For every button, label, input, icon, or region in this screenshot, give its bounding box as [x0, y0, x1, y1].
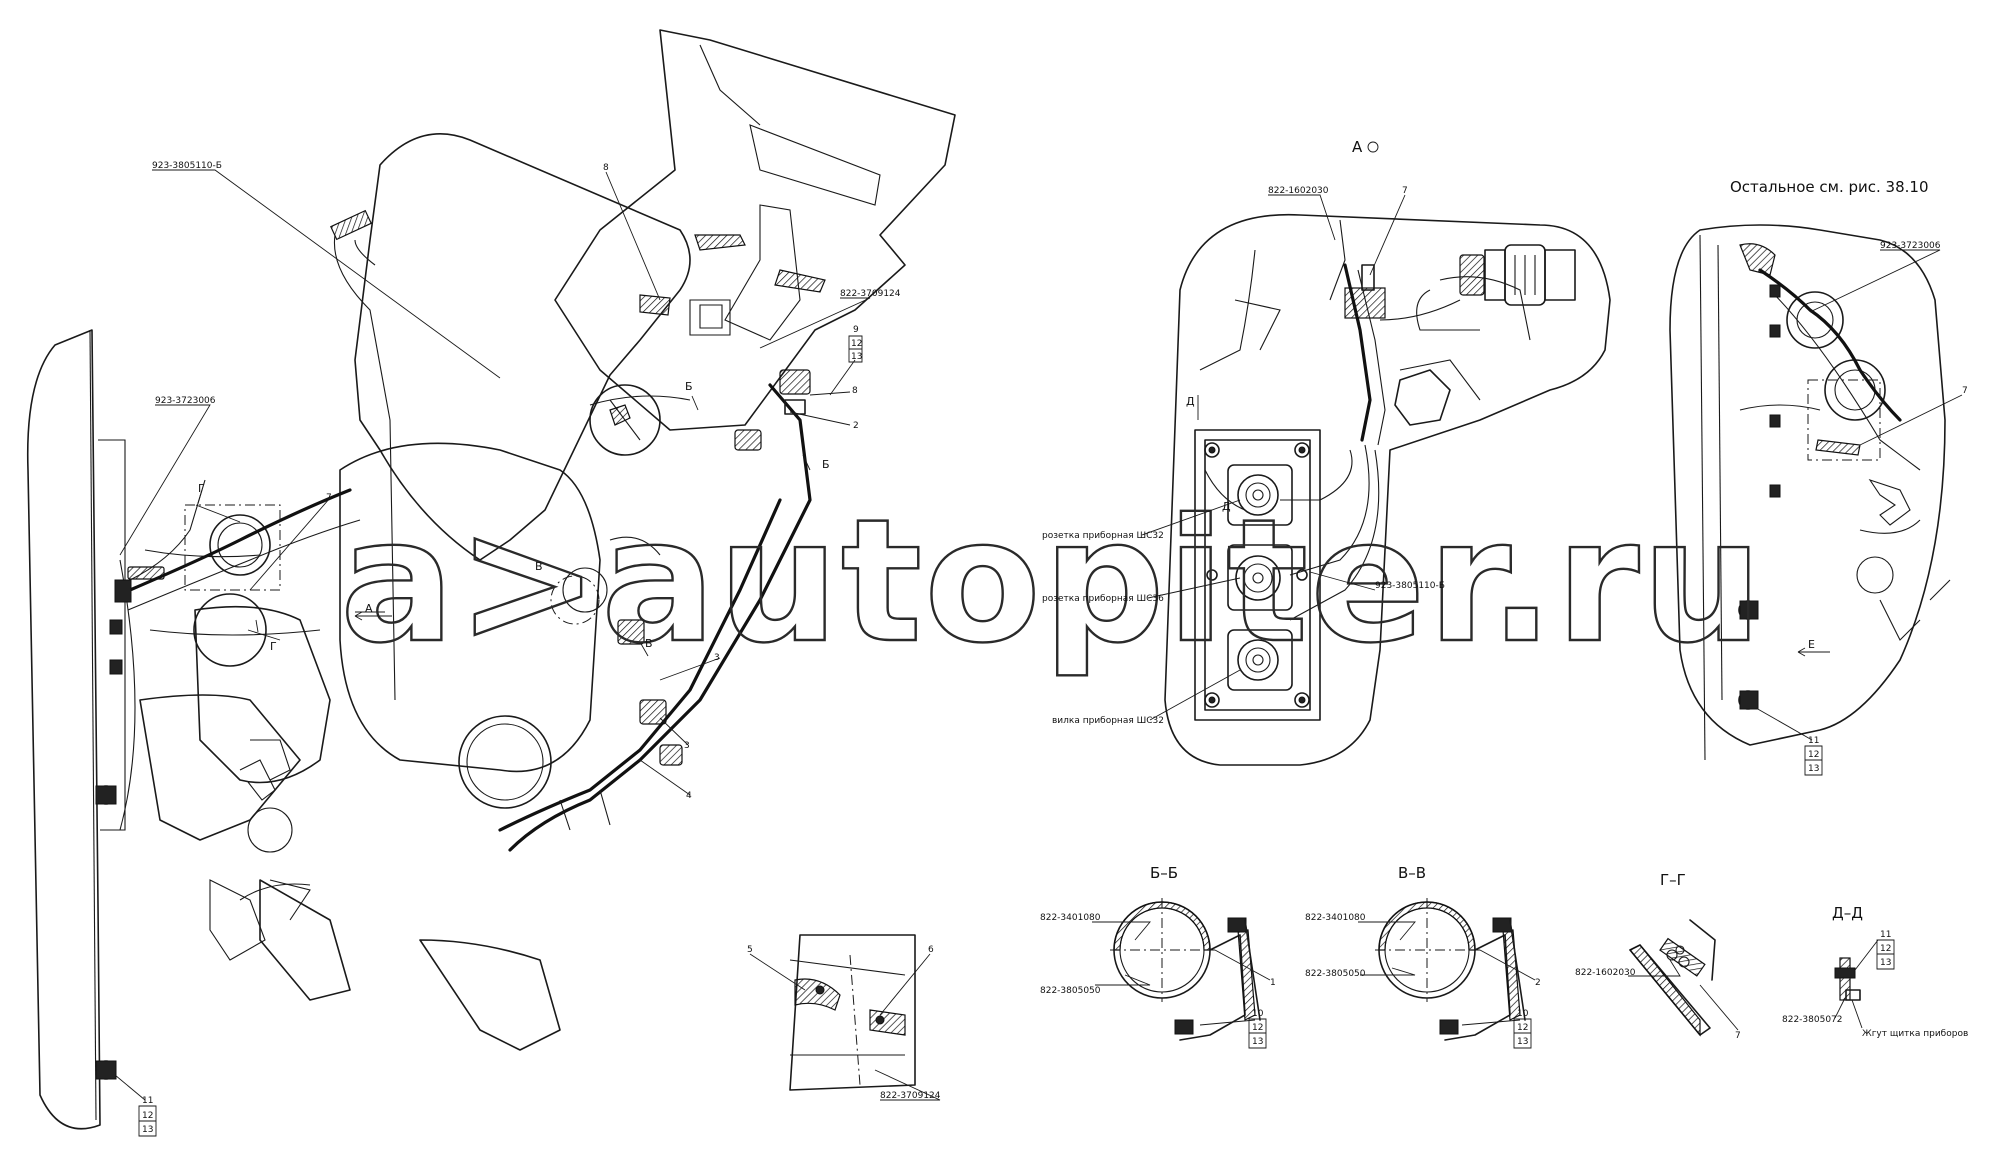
- pos-8-top: 8: [603, 163, 609, 173]
- mark-v-upper: В: [535, 560, 543, 573]
- label-clamp-vv-3805050: 822-3805050: [1305, 969, 1366, 979]
- pos-7-view-a: 7: [1402, 186, 1408, 196]
- pos-9: 9: [853, 325, 859, 335]
- mark-b-lower: Б: [822, 458, 830, 471]
- pos-5: 5: [747, 945, 753, 955]
- label-harness-dash: Жгут щитка приборов: [1862, 1029, 1968, 1039]
- position-numbers: 7 8 9 12 13 8 2 3 3 4 11 12 13 5 6 7 7 1…: [138, 163, 1968, 1137]
- bolt-view-e-upper: [1738, 600, 1759, 620]
- pos-13-left: 13: [142, 1125, 153, 1135]
- pos-13-dd: 13: [1880, 958, 1891, 968]
- pos-12-dd: 12: [1880, 944, 1891, 954]
- pos-12-left: 12: [142, 1111, 153, 1121]
- pos-13-vv: 13: [1517, 1037, 1528, 1047]
- view-e: [1669, 224, 1951, 761]
- label-clamp-bb-3401080: 822-3401080: [1040, 913, 1101, 923]
- title-view-a: А: [1352, 138, 1363, 156]
- mark-e: Е: [1808, 638, 1815, 651]
- title-section-vv: В–В: [1398, 864, 1426, 882]
- section-dd: [1834, 957, 1861, 1001]
- pos-7-left: 7: [326, 493, 332, 503]
- label-harness-socket-left: 923-3723006: [155, 396, 216, 406]
- pos-10-vv: 10: [1517, 1009, 1529, 1019]
- mark-g-upper: Г: [198, 482, 205, 495]
- watermark-text: a>autopiter.ru: [340, 483, 1765, 681]
- pos-7-view-e: 7: [1962, 386, 1968, 396]
- view-a: [1164, 213, 1611, 766]
- pos-11-left: 11: [142, 1096, 153, 1106]
- pos-13-cluster: 13: [851, 352, 862, 362]
- label-harness-socket-right: 923-3723006: [1880, 241, 1941, 251]
- main-view: [26, 29, 956, 1130]
- label-bracket-bottom: 822-3709124: [880, 1091, 941, 1101]
- pos-12-cluster: 12: [851, 339, 862, 349]
- label-plug-shs32: вилка приборная ШС32: [1052, 716, 1164, 726]
- label-panel-view-a: 822-1602030: [1268, 186, 1329, 196]
- pos-2-vv: 2: [1535, 978, 1541, 988]
- plug-shs32-bottom: [1227, 629, 1293, 691]
- pos-11-view-e: 11: [1808, 736, 1819, 746]
- mark-d-upper: Д: [1186, 395, 1195, 408]
- bolt-left-upper: [95, 785, 117, 805]
- leader-lines: [114, 169, 1963, 1101]
- section-mark-letters: Г Г А В В Б Б Д Д Е: [198, 380, 1830, 657]
- mark-a: А: [365, 602, 373, 615]
- title-remainder-note: Остальное см. рис. 38.10: [1730, 178, 1929, 196]
- label-clamp-bb-3805050: 822-3805050: [1040, 986, 1101, 996]
- mark-g-lower: Г: [270, 640, 277, 653]
- part-labels: 923-3805110-Б 923-3723006 822-3709124 82…: [152, 161, 1968, 1101]
- section-markers-main: [195, 395, 811, 657]
- title-section-gg: Г–Г: [1660, 871, 1686, 889]
- pos-12-bb: 12: [1252, 1023, 1263, 1033]
- pos-13-bb: 13: [1252, 1037, 1263, 1047]
- pos-12-vv: 12: [1517, 1023, 1528, 1033]
- pos-2-main: 2: [853, 421, 859, 431]
- pos-3-lower: 3: [684, 741, 690, 751]
- label-panel-gg: 822-1602030: [1575, 968, 1636, 978]
- label-harness-view-a: 923-3805110-Б: [1375, 581, 1445, 591]
- title-section-dd: Д–Д: [1832, 904, 1863, 922]
- pos-11-dd: 11: [1880, 930, 1891, 940]
- pos-10-bb: 10: [1252, 1009, 1264, 1019]
- section-bb: [1110, 898, 1261, 1041]
- label-clamp-vv-3401080: 822-3401080: [1305, 913, 1366, 923]
- socket-shs36-middle: [1227, 544, 1293, 611]
- label-harness-main: 923-3805110-Б: [152, 161, 222, 171]
- label-bracket-top: 822-3709124: [840, 289, 901, 299]
- pos-4: 4: [686, 791, 692, 801]
- pos-12-view-e: 12: [1808, 750, 1819, 760]
- pos-3-upper: 3: [714, 653, 720, 663]
- pos-7-gg: 7: [1735, 1031, 1741, 1041]
- label-clamp-dd-3805072: 822-3805072: [1782, 1015, 1843, 1025]
- socket-shs32-top: [1227, 464, 1293, 526]
- bolt-left-lower: [95, 1060, 117, 1080]
- panel-bolts: [1204, 442, 1310, 708]
- pos-1-bb: 1: [1270, 978, 1276, 988]
- bolt-view-e-lower: [1738, 690, 1759, 710]
- pos-6: 6: [928, 945, 934, 955]
- label-socket-shs32: розетка приборная ШС32: [1042, 531, 1164, 541]
- pos-13-view-e: 13: [1808, 764, 1819, 774]
- mark-v-lower: В: [645, 637, 653, 650]
- view-titles: А Остальное см. рис. 38.10 Б–Б В–В Г–Г Д…: [1150, 138, 1929, 922]
- pos-8-right: 8: [852, 386, 858, 396]
- section-vv: [1375, 898, 1526, 1041]
- section-gg: [1629, 919, 1716, 1037]
- label-socket-shs36: розетка приборная ШС36: [1042, 594, 1164, 604]
- mark-d-lower: Д: [1222, 500, 1231, 513]
- title-section-bb: Б–Б: [1150, 864, 1178, 882]
- mark-b-upper: Б: [685, 380, 693, 393]
